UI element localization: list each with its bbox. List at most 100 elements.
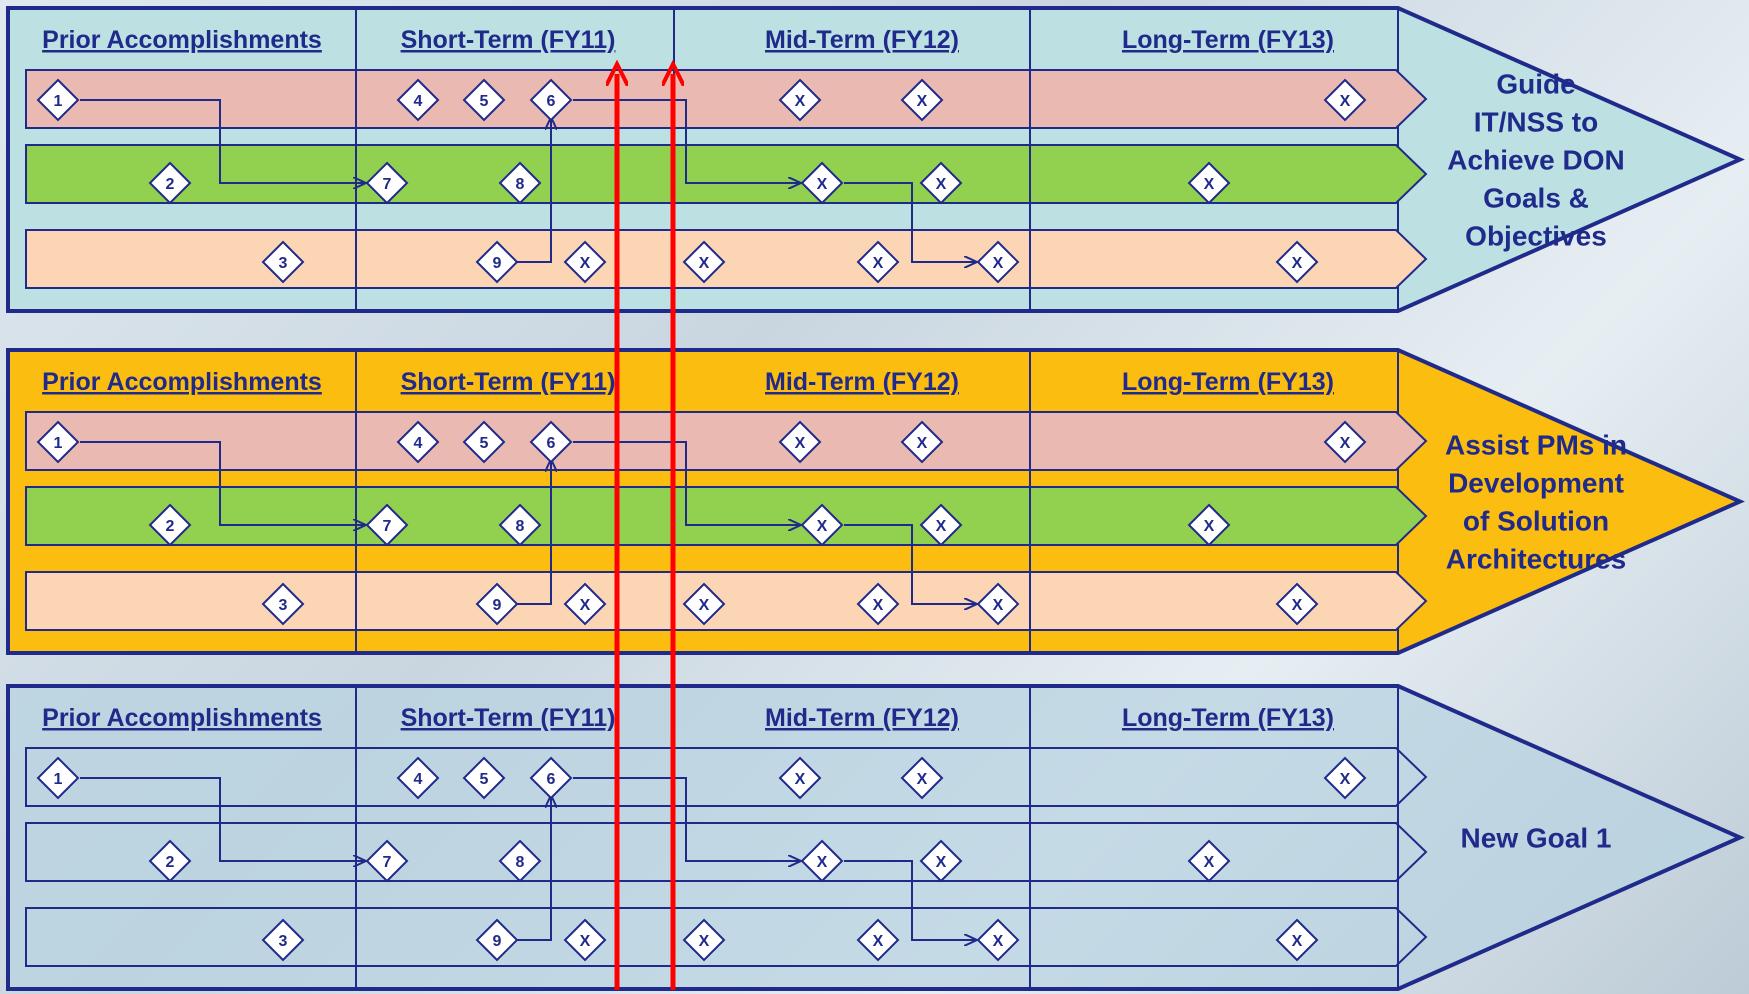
milestone-label: 1 <box>54 771 63 788</box>
milestone-diamond <box>1275 918 1319 962</box>
milestone-label: X <box>580 597 591 614</box>
connector-9-to-6 <box>517 460 551 605</box>
milestone-label: 9 <box>493 933 502 950</box>
milestone-diamond <box>498 839 542 883</box>
lane-1 <box>25 69 1428 129</box>
connector-x-to-x <box>844 860 976 940</box>
milestone-marker: 7 <box>365 503 409 547</box>
connector-6-to-x <box>573 441 800 525</box>
milestone-marker: 7 <box>365 161 409 205</box>
connector-6-to-x <box>573 99 800 183</box>
milestone-marker: 9 <box>475 918 519 962</box>
milestone-label: X <box>580 255 591 272</box>
milestone-diamond <box>396 420 440 464</box>
milestone-diamond <box>976 240 1020 284</box>
milestone-marker: X <box>976 918 1020 962</box>
goal-text-line: IT/NSS to <box>1474 107 1598 138</box>
milestone-diamond <box>919 503 963 547</box>
goal-text-line: Guide <box>1496 69 1575 100</box>
milestone-label: 4 <box>414 771 423 788</box>
milestone-diamond <box>778 420 822 464</box>
milestone-diamond <box>1187 161 1231 205</box>
milestone-marker: 6 <box>529 420 573 464</box>
milestone-marker: X <box>900 78 944 122</box>
milestone-label: 8 <box>516 518 525 535</box>
milestone-diamond <box>498 161 542 205</box>
milestone-label: X <box>1340 435 1351 452</box>
milestone-marker: 4 <box>396 420 440 464</box>
milestone-label: 4 <box>414 435 423 452</box>
milestone-label: X <box>580 933 591 950</box>
milestone-marker: X <box>1323 78 1367 122</box>
milestone-diamond <box>365 839 409 883</box>
milestone-marker: X <box>1323 420 1367 464</box>
milestone-label: 5 <box>480 435 489 452</box>
milestone-diamond <box>563 918 607 962</box>
milestone-label: 3 <box>279 597 288 614</box>
milestone-diamond <box>475 240 519 284</box>
milestone-label: X <box>817 518 828 535</box>
milestone-label: 9 <box>493 255 502 272</box>
milestone-marker: X <box>1187 503 1231 547</box>
milestone-diamond <box>778 756 822 800</box>
milestone-label: X <box>1204 176 1215 193</box>
milestone-marker: X <box>682 918 726 962</box>
milestone-marker: X <box>919 503 963 547</box>
milestone-marker: X <box>778 78 822 122</box>
milestone-label: 4 <box>414 93 423 110</box>
goal-text-line: Objectives <box>1465 221 1607 252</box>
milestone-label: X <box>1292 597 1303 614</box>
milestone-marker: X <box>1187 161 1231 205</box>
milestone-marker: 6 <box>529 78 573 122</box>
milestone-diamond <box>475 918 519 962</box>
column-header: Long-Term (FY13) <box>1122 704 1334 732</box>
milestone-marker: 8 <box>498 503 542 547</box>
milestone-diamond <box>36 78 80 122</box>
connector-9-to-6 <box>517 118 551 263</box>
milestone-label: X <box>1204 854 1215 871</box>
milestone-label: 6 <box>547 435 556 452</box>
milestone-marker: 3 <box>261 582 305 626</box>
column-header: Mid-Term (FY12) <box>765 704 959 732</box>
milestone-marker: X <box>976 240 1020 284</box>
milestone-marker: 3 <box>261 918 305 962</box>
panel-arrow-shape <box>6 684 1745 991</box>
milestone-label: X <box>936 518 947 535</box>
connector-9-to-6 <box>517 796 551 941</box>
milestone-label: 3 <box>279 255 288 272</box>
milestone-diamond <box>856 582 900 626</box>
column-header: Short-Term (FY11) <box>401 368 616 396</box>
milestone-marker: 3 <box>261 240 305 284</box>
milestone-label: X <box>1340 771 1351 788</box>
milestone-label: X <box>993 933 1004 950</box>
lane-2 <box>25 822 1428 882</box>
milestone-label: 7 <box>383 176 392 193</box>
milestone-marker: X <box>1275 240 1319 284</box>
milestone-marker: X <box>563 918 607 962</box>
milestone-diamond <box>148 161 192 205</box>
goal-text-line: Architectures <box>1446 544 1627 575</box>
column-header: Mid-Term (FY12) <box>765 368 959 396</box>
milestone-diamond <box>462 420 506 464</box>
lane-3 <box>25 571 1428 631</box>
milestone-label: X <box>936 176 947 193</box>
connector-1-to-7 <box>80 441 365 525</box>
milestone-diamond <box>529 756 573 800</box>
milestone-marker: 8 <box>498 161 542 205</box>
milestone-diamond <box>396 756 440 800</box>
column-header: Short-Term (FY11) <box>401 26 616 54</box>
column-header: Mid-Term (FY12) <box>765 26 959 54</box>
column-header: Prior Accomplishments <box>42 704 322 732</box>
milestone-diamond <box>919 839 963 883</box>
milestone-label: X <box>699 255 710 272</box>
milestone-diamond <box>396 78 440 122</box>
milestone-label: X <box>993 597 1004 614</box>
milestone-marker: 2 <box>148 839 192 883</box>
milestone-diamond <box>529 420 573 464</box>
lane-1 <box>25 747 1428 807</box>
milestone-label: X <box>795 435 806 452</box>
column-header: Long-Term (FY13) <box>1122 26 1334 54</box>
milestone-label: X <box>1340 93 1351 110</box>
milestone-label: 2 <box>166 518 175 535</box>
